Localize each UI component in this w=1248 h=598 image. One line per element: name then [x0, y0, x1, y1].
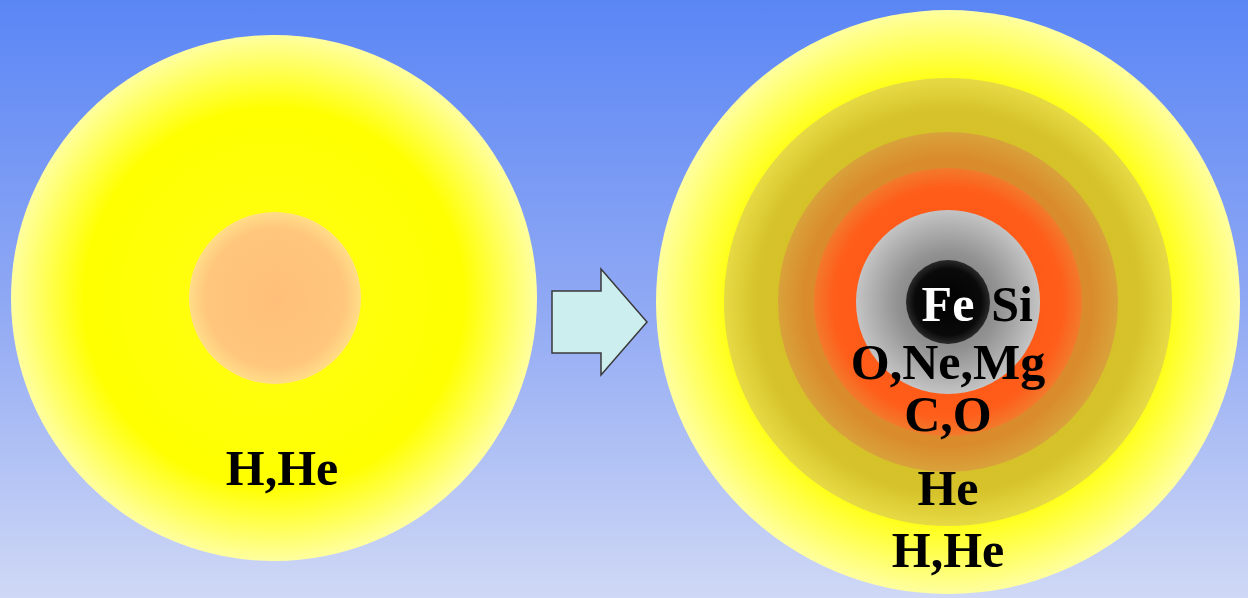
- stellar-core: [189, 212, 361, 384]
- layer-label: H,He: [226, 443, 338, 493]
- layer-fill: [856, 210, 1040, 394]
- evolution-arrow: [552, 269, 647, 375]
- layer-fill: [814, 168, 1082, 436]
- layer-label: H,He: [892, 525, 1004, 575]
- layer-fill: [778, 132, 1118, 472]
- iron-core: Fe: [906, 260, 990, 344]
- layer-label: C,O: [904, 389, 992, 439]
- layer-label: Si: [991, 279, 1033, 329]
- layer-fill: [656, 10, 1240, 594]
- layer-fill: [906, 260, 990, 344]
- star-envelope: H,He He C,OO,Ne,Mg Si Fe: [656, 10, 1240, 594]
- layer-fill: [724, 78, 1172, 526]
- layer-label: O,Ne,Mg: [851, 337, 1045, 387]
- helium-shell: He C,OO,Ne,Mg Si Fe: [724, 78, 1172, 526]
- layer-label: Fe: [922, 279, 975, 329]
- layer-label: He: [917, 463, 978, 513]
- carbon-oxygen-shell: C,OO,Ne,Mg Si Fe: [778, 132, 1118, 472]
- star-envelope: H,He: [11, 35, 537, 561]
- layer-fill: [11, 35, 537, 561]
